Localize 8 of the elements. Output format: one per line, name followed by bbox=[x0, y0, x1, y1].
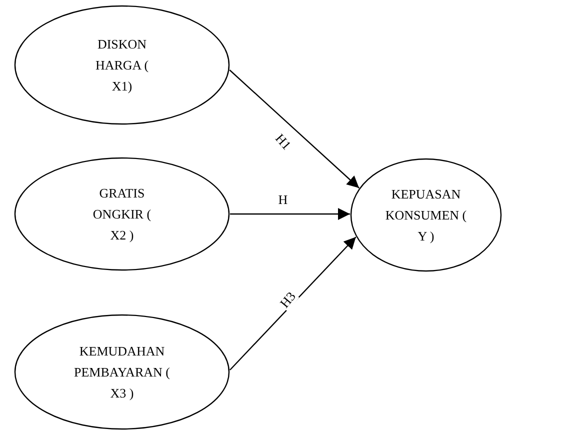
edge-label: H bbox=[277, 193, 289, 207]
arrow bbox=[230, 208, 350, 220]
arrow bbox=[230, 236, 356, 370]
variable-label: GRATIS ONGKIR ( X2 ) bbox=[92, 184, 152, 244]
arrow bbox=[229, 70, 360, 188]
variable-label: KEPUASAN KONSUMEN ( Y ) bbox=[384, 186, 468, 246]
variable-label: DISKON HARGA ( X1) bbox=[94, 36, 150, 96]
variable-label: KEMUDAHAN PEMBAYARAN ( X3 ) bbox=[73, 342, 171, 402]
